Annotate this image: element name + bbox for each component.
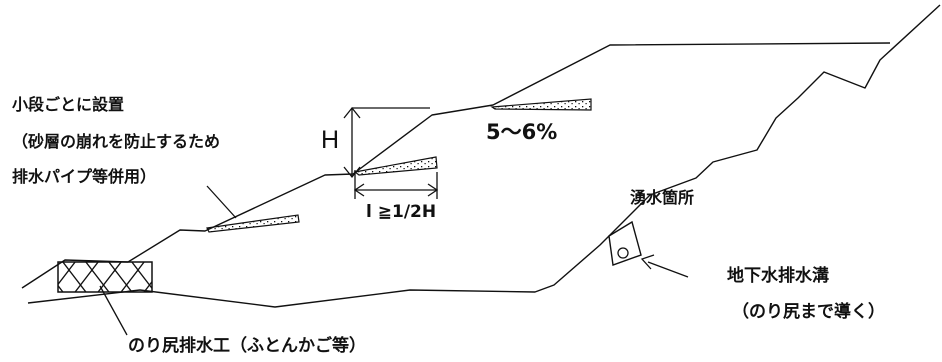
sand-drainage-layer-middle	[353, 156, 438, 176]
sand-drainage-layer-upper	[490, 98, 592, 111]
length-arrow-left	[353, 183, 365, 197]
gradient-label: 5～6%	[486, 120, 558, 144]
height-symbol-label: H	[321, 126, 340, 154]
height-arrow-top	[343, 106, 361, 119]
small-step-label: 小段ごとに設置	[12, 95, 125, 114]
underground-drain-note: （のり尻まで導く）	[732, 302, 885, 322]
underground-drain-label: 地下水排水溝	[727, 266, 829, 286]
length-arrow-right	[427, 183, 439, 197]
slope-surface-line	[21, 42, 891, 289]
underground-drain-trench	[608, 220, 642, 266]
gabion-toe-drain	[57, 261, 153, 293]
sand-drainage-layer-lower	[206, 214, 300, 233]
height-arrow-bottom	[343, 166, 361, 179]
ground-outline-line	[27, 4, 941, 308]
spring-location-label: 湧水箇所	[630, 188, 695, 207]
length-rule-label: l ≧1/2H	[366, 202, 437, 222]
toe-drain-label: のり尻排水工（ふとんかご等）	[128, 336, 366, 356]
leader-underground-drain-arrowhead	[640, 254, 655, 270]
leader-toe-drain	[99, 285, 128, 336]
sand-layer-note-line1: （砂層の崩れを防止するため	[12, 132, 221, 151]
leader-small-step	[206, 185, 237, 219]
drain-pipe-circle	[617, 247, 629, 259]
leader-underground-drain	[647, 261, 689, 278]
sand-layer-note-line2: 排水パイプ等併用）	[12, 167, 157, 186]
